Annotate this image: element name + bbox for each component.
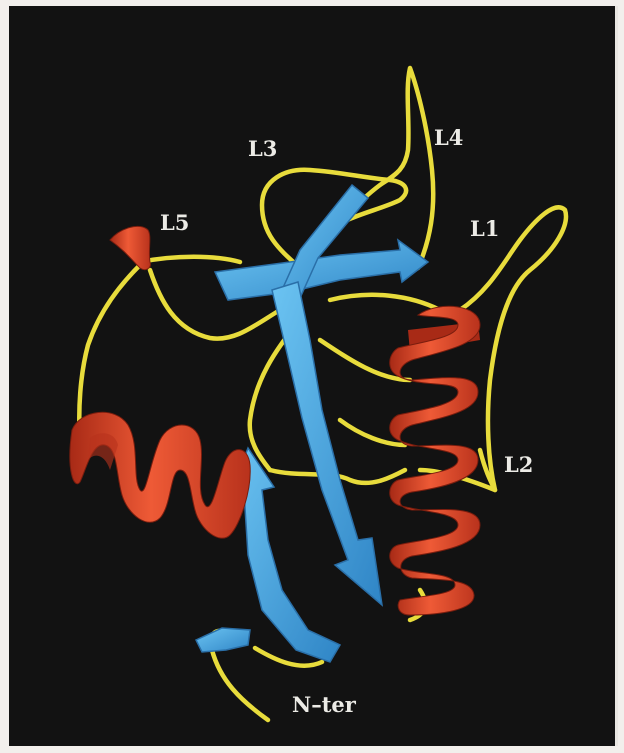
label-l3: L3 [248,136,277,161]
label-n-terminus: N–ter [292,692,357,717]
helix-right [390,306,480,615]
loop-coils [79,68,566,720]
label-l4: L4 [434,125,463,150]
label-l5: L5 [160,210,189,235]
strand-nter [196,628,250,652]
loop-l1 [460,207,566,490]
helix-left [70,412,250,538]
label-l2: L2 [504,452,533,477]
loop-top-left [140,257,240,262]
loop-to-helix [330,295,440,310]
helix-small-l5 [110,226,150,269]
strand-central [272,282,382,605]
label-l1: L1 [470,216,499,241]
